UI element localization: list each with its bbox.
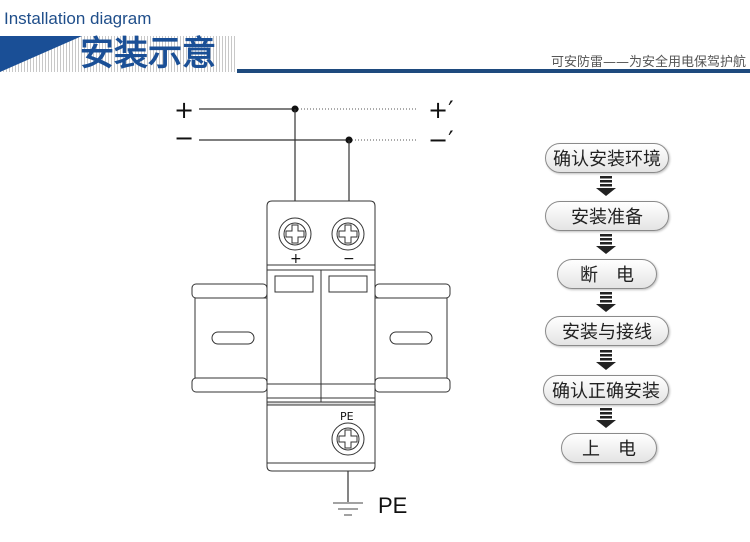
output-plus-label: +′ bbox=[428, 96, 454, 124]
rail-slot-left bbox=[211, 331, 255, 345]
screw-terminal-minus bbox=[331, 217, 365, 251]
title-banner bbox=[0, 36, 236, 72]
rail-slot-right bbox=[389, 331, 433, 345]
flow-step: 断 电 bbox=[557, 259, 657, 289]
title-chinese: 安装示意 bbox=[80, 34, 216, 74]
ground-label: PE bbox=[378, 493, 407, 518]
title-english: Installation diagram bbox=[4, 9, 152, 28]
output-minus-label: −′ bbox=[428, 126, 454, 154]
indicator-window-plus bbox=[274, 275, 314, 293]
screw-terminal-plus bbox=[278, 217, 312, 251]
flow-step: 确认正确安装 bbox=[543, 375, 669, 405]
header-divider bbox=[237, 69, 750, 73]
terminal-minus-label: − bbox=[343, 251, 355, 267]
ground-icon bbox=[333, 502, 363, 516]
flow-step: 上 电 bbox=[561, 433, 657, 463]
indicator-window-minus bbox=[328, 275, 368, 293]
input-plus-label: + bbox=[174, 96, 194, 124]
terminal-pe-label: PE bbox=[340, 410, 354, 423]
din-rail bbox=[191, 283, 451, 393]
input-minus-label: − bbox=[174, 124, 194, 152]
screw-terminal-pe bbox=[331, 422, 365, 456]
flow-step: 安装准备 bbox=[545, 201, 669, 231]
down-arrow-icon bbox=[596, 350, 616, 370]
flow-step: 确认安装环境 bbox=[545, 143, 669, 173]
down-arrow-icon bbox=[596, 234, 616, 254]
down-arrow-icon bbox=[596, 292, 616, 312]
down-arrow-icon bbox=[596, 176, 616, 196]
flow-step: 安装与接线 bbox=[545, 316, 669, 346]
down-arrow-icon bbox=[596, 408, 616, 428]
slogan: 可安防雷——为安全用电保驾护航 bbox=[550, 55, 746, 70]
terminal-plus-label: + bbox=[290, 251, 302, 267]
